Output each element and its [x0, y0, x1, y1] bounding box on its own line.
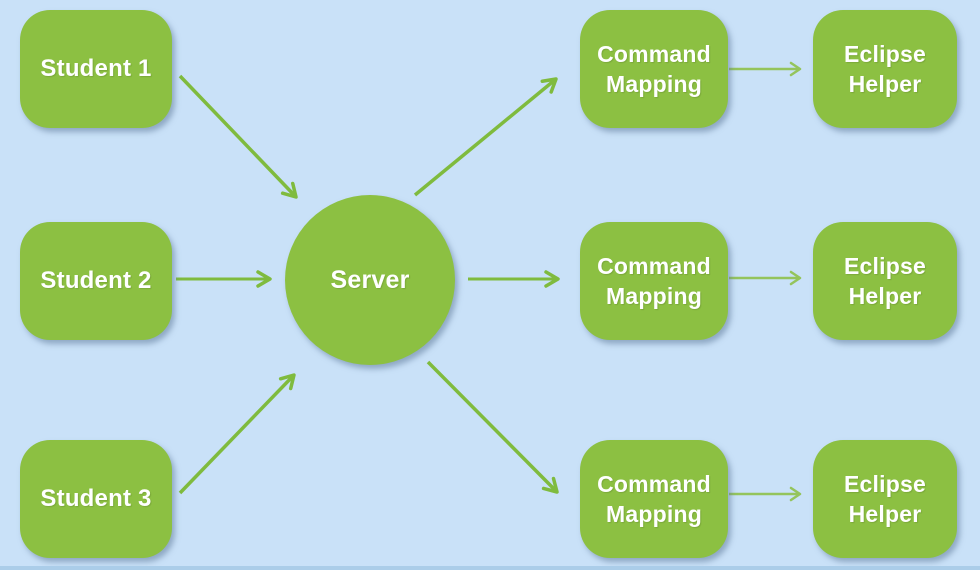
node-command-mapping-1: Command Mapping [580, 10, 728, 128]
edge-student1-server [178, 74, 298, 199]
node-label: Command Mapping [597, 470, 711, 527]
node-command-mapping-2: Command Mapping [580, 222, 728, 340]
node-label: Command Mapping [597, 252, 711, 309]
edge-student3-server [178, 373, 296, 495]
edge-server-command-mapping-1 [413, 77, 558, 197]
node-eclipse-helper-1: Eclipse Helper [813, 10, 957, 128]
edge-server-command-mapping-3 [426, 360, 559, 494]
node-student-2: Student 2 [20, 222, 172, 340]
node-label: Student 2 [40, 267, 152, 295]
node-student-1: Student 1 [20, 10, 172, 128]
node-label: Student 1 [40, 55, 152, 83]
node-label: Command Mapping [597, 40, 711, 97]
node-server: Server [285, 195, 455, 365]
node-label: Student 3 [40, 485, 152, 513]
node-eclipse-helper-2: Eclipse Helper [813, 222, 957, 340]
node-label: Eclipse Helper [844, 470, 926, 527]
node-label: Eclipse Helper [844, 252, 926, 309]
bottom-edge-strip [0, 566, 980, 570]
node-label: Server [330, 265, 410, 294]
node-student-3: Student 3 [20, 440, 172, 558]
node-command-mapping-3: Command Mapping [580, 440, 728, 558]
node-eclipse-helper-3: Eclipse Helper [813, 440, 957, 558]
node-label: Eclipse Helper [844, 40, 926, 97]
